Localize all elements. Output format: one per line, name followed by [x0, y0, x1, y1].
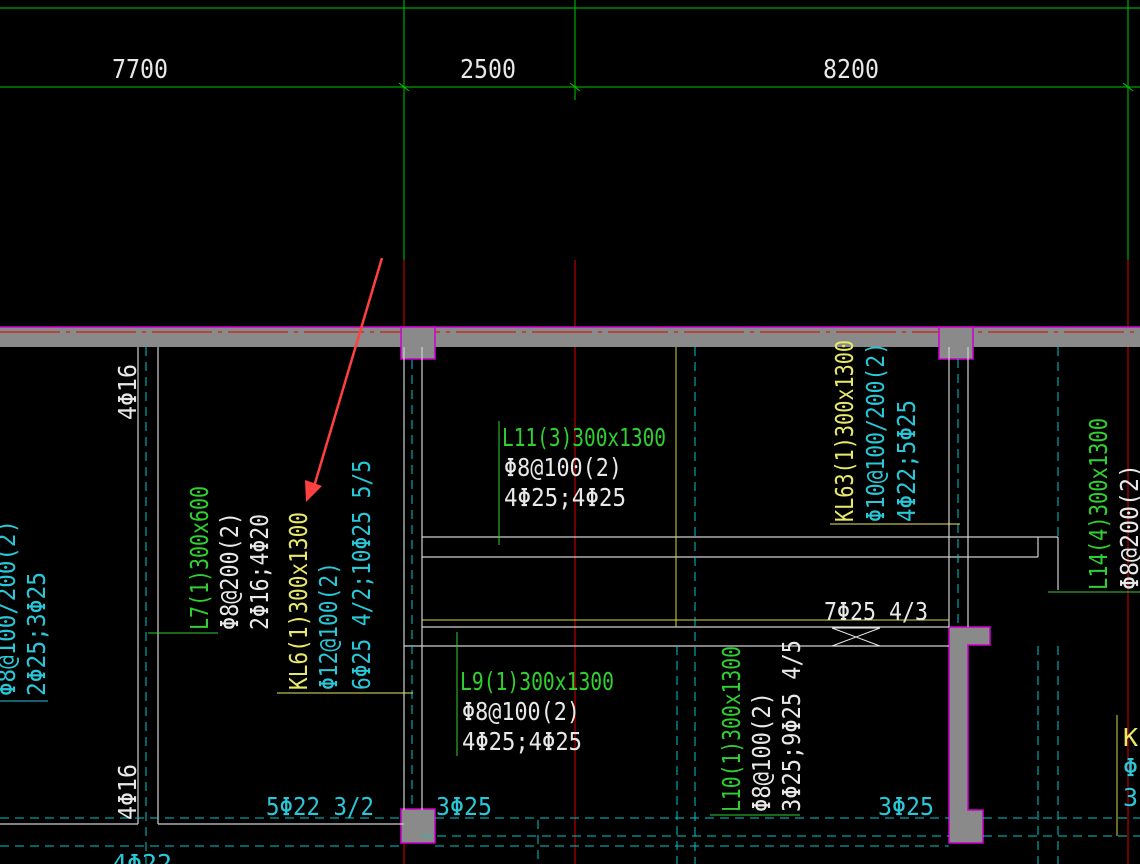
columns: [400, 326, 991, 844]
l9-rebar: 4Φ25;4Φ25: [462, 727, 582, 756]
kl63-rebar: 4Φ22;5Φ25: [892, 400, 921, 522]
l14-annotation: L14(4)300x1300 Φ8@200(2): [1084, 418, 1140, 590]
kl63-annotation: KL63(1)300x1300 Φ10@100/200(2) 4Φ22;5Φ25: [830, 340, 921, 522]
l14-stirrup: Φ8@200(2): [1115, 464, 1140, 590]
column-top-right: [938, 326, 974, 360]
l9-name: L9(1)300x1300: [460, 667, 614, 696]
rebar-4phi16-top: 4Φ16: [113, 364, 142, 420]
l7-name: L7(1)300x600: [185, 486, 214, 630]
kl6-name: KL6(1)300x1300: [284, 512, 313, 690]
right-edge-phi: Φ: [1123, 753, 1138, 782]
dim-span-7700: 7700: [112, 55, 168, 85]
l11-rebar: 4Φ25;4Φ25: [504, 483, 626, 512]
l10-annotation: L10(1)300x1300 Φ8@100(2) 3Φ25;9Φ25 4/5: [717, 640, 806, 812]
l9-annotation: L9(1)300x1300 Φ8@100(2) 4Φ25;4Φ25: [460, 667, 614, 756]
l11-name: L11(3)300x1300: [502, 423, 666, 452]
mid-rebar-label: 7Φ25 4/3: [824, 597, 928, 626]
left-partial-annotation: Φ8@100/200(2) 2Φ25;3Φ25: [0, 520, 51, 696]
column-rebar-labels: 4Φ16 4Φ16: [113, 364, 142, 820]
left-partial-stirrup: Φ8@100/200(2): [0, 520, 21, 696]
dimension-lines: [0, 0, 1140, 260]
l7-annotation: L7(1)300x600 Φ8@200(2) 2Φ16;4Φ20: [185, 486, 274, 630]
l10-stirrup: Φ8@100(2): [747, 692, 776, 812]
l14-name: L14(4)300x1300: [1084, 418, 1113, 590]
rebar-5phi22: 5Φ22 3/2: [266, 792, 374, 821]
l9-stirrup: Φ8@100(2): [462, 697, 580, 726]
dim-span-8200: 8200: [823, 55, 879, 85]
rebar-3phi25-right: 3Φ25: [878, 792, 934, 821]
l11-annotation: L11(3)300x1300 Φ8@100(2) 4Φ25;4Φ25: [502, 423, 666, 512]
annotation-leaders: [0, 421, 1140, 816]
rebar-3phi25-left: 3Φ25: [436, 792, 492, 821]
dim-span-2500: 2500: [460, 55, 516, 85]
rebar-4phi22-cut: 4Φ22: [112, 849, 172, 864]
right-edge-texts: K Φ 3: [1123, 723, 1138, 812]
kl63-name: KL63(1)300x1300: [830, 340, 859, 522]
l7-rebar: 2Φ16;4Φ20: [245, 514, 274, 630]
l10-name: L10(1)300x1300: [717, 646, 746, 812]
kl6-stirrup: Φ12@100(2): [314, 562, 343, 690]
kl6-rebar: 6Φ25 4/2;10Φ25 5/5: [347, 460, 376, 690]
red-arrow: [305, 257, 384, 502]
right-edge-k: K: [1123, 723, 1138, 752]
column-bottom-left: [400, 808, 436, 844]
l10-rebar: 3Φ25;9Φ25 4/5: [777, 640, 806, 812]
column-top-left: [400, 326, 436, 360]
l7-stirrup: Φ8@200(2): [215, 512, 244, 630]
l11-stirrup: Φ8@100(2): [504, 453, 622, 482]
left-partial-rebar: 2Φ25;3Φ25: [22, 572, 51, 696]
dashed-beam-lines: [0, 347, 1140, 864]
bottom-rebar-labels: 5Φ22 3/2 3Φ25 3Φ25 4Φ22: [112, 792, 934, 864]
solid-beam-lines: [0, 347, 1059, 825]
column-l-shaped: [948, 626, 991, 844]
kl63-stirrup: Φ10@100/200(2): [861, 342, 890, 522]
section-cut-symbol: [831, 627, 881, 647]
right-edge-3: 3: [1123, 783, 1138, 812]
yellow-beam-lines: [422, 347, 1118, 836]
kl6-annotation: KL6(1)300x1300 Φ12@100(2) 6Φ25 4/2;10Φ25…: [284, 460, 376, 690]
dimension-texts: 7700 2500 8200: [112, 55, 879, 85]
rebar-4phi16-bottom: 4Φ16: [113, 764, 142, 820]
